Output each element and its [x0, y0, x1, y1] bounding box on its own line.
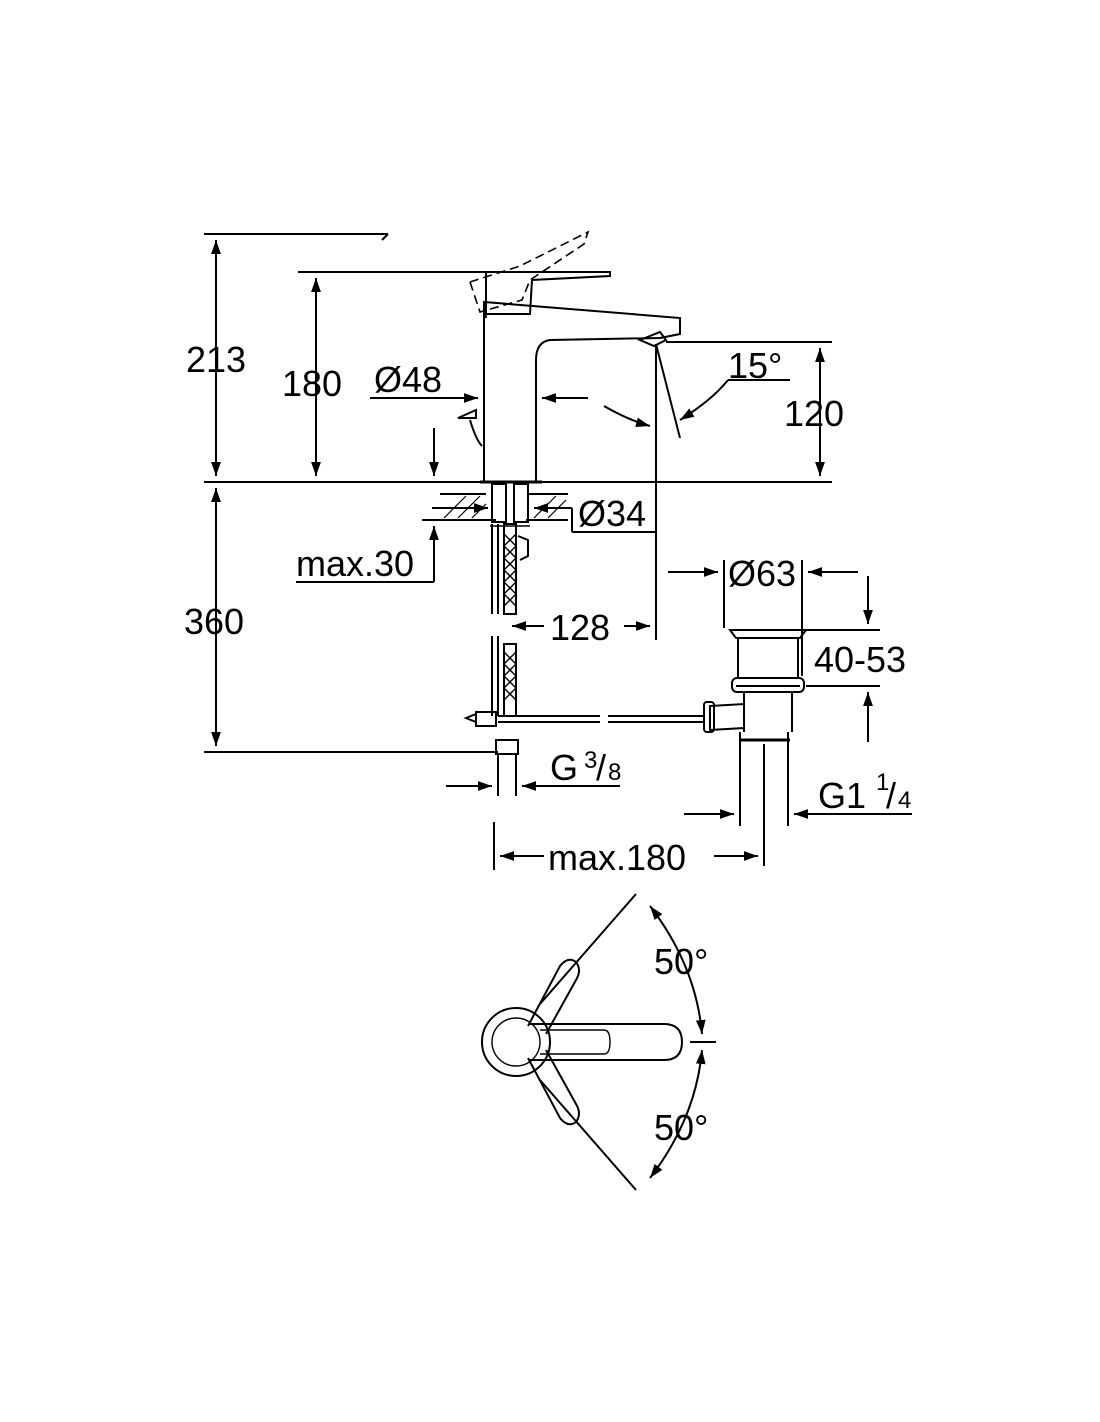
label-spout-reach: 128: [550, 607, 610, 648]
label-waste-thread-den: 4: [898, 787, 911, 814]
label-inlet-thread: G: [550, 747, 578, 788]
pop-up-rod: [498, 715, 704, 723]
label-waste-thread-slash: /: [886, 775, 896, 816]
deck-hatching: [440, 483, 568, 527]
label-inlet-thread-num: 3: [584, 747, 597, 774]
label-max-waste-distance: max.180: [548, 837, 686, 878]
label-spout-height: 120: [784, 393, 844, 434]
label-height-total: 213: [186, 339, 246, 380]
label-waste-diameter: Ø63: [728, 553, 796, 594]
label-waste-height-range: 40-53: [814, 639, 906, 680]
label-waste-thread-num: 1: [876, 769, 889, 796]
dimension-lines: [204, 233, 912, 870]
label-inlet-thread-slash: /: [596, 747, 606, 788]
label-height-body: 180: [282, 363, 342, 404]
label-inlet-thread-den: 8: [608, 759, 621, 786]
label-mount-hole-diameter: Ø34: [578, 493, 646, 534]
tap-side-view: [457, 230, 681, 484]
lever-top-view: [481, 893, 716, 1191]
dimension-labels: 213 180 Ø48 15° 120 Ø34 max.30 360 128 Ø…: [184, 339, 911, 1148]
label-below-deck-length: 360: [184, 601, 244, 642]
label-lever-angle-left: 50°: [654, 941, 708, 982]
label-lever-angle-right: 50°: [654, 1107, 708, 1148]
label-waste-thread: G1: [818, 775, 866, 816]
pop-up-waste: [703, 629, 808, 866]
label-max-deck-thickness: max.30: [296, 543, 414, 584]
supply-hoses: [463, 523, 529, 796]
label-spout-angle: 15°: [728, 345, 782, 386]
label-body-diameter: Ø48: [374, 359, 442, 400]
